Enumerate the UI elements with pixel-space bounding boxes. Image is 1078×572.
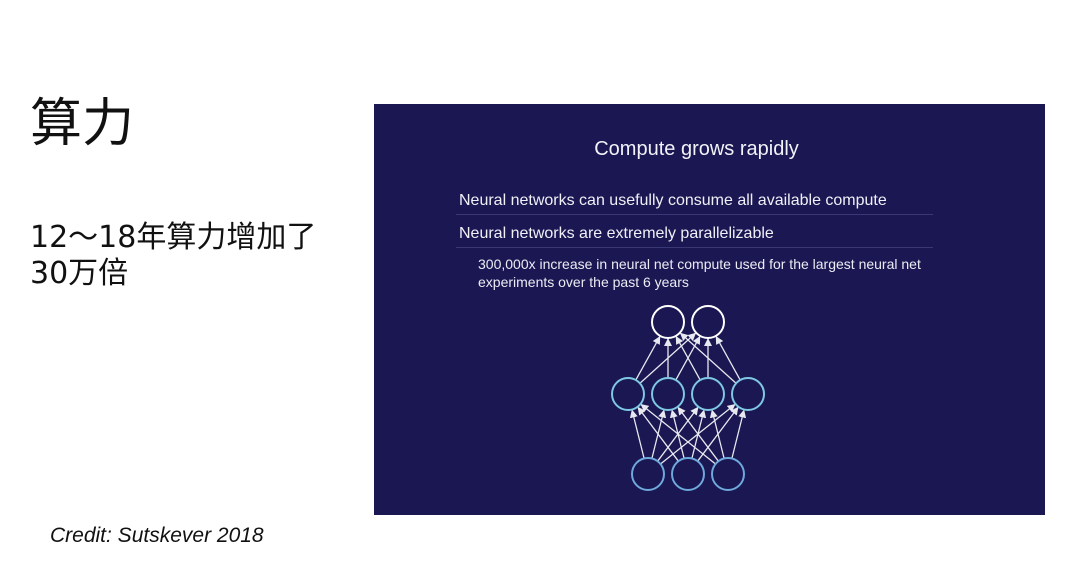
hidden-neuron: [731, 377, 765, 411]
network-edge: [731, 409, 747, 459]
network-edge: [675, 335, 701, 381]
slide-title: 算力: [30, 94, 135, 154]
network-neurons: [611, 305, 765, 491]
network-edge: [635, 335, 661, 381]
network-edge: [679, 332, 737, 384]
network-edge: [629, 409, 645, 459]
credit-caption: Credit: Sutskever 2018: [50, 524, 264, 547]
neural-network-diagram: [611, 305, 765, 491]
input-neuron: [631, 457, 665, 491]
network-edge: [715, 335, 741, 381]
hidden-neuron: [691, 377, 725, 411]
output-neuron: [651, 305, 685, 339]
input-neuron: [671, 457, 705, 491]
divider: [456, 214, 933, 215]
network-edges: [629, 332, 747, 465]
hidden-neuron: [611, 377, 645, 411]
sub-bullet-compute-increase: 300,000x increase in neural net compute …: [478, 256, 921, 290]
embedded-slide-title: Compute grows rapidly: [594, 138, 799, 160]
divider: [456, 247, 933, 248]
embedded-slide-image: Compute grows rapidly Neural networks ca…: [374, 104, 1045, 515]
slide-subtitle: 12～18年算力增加了30万倍: [30, 220, 317, 291]
network-edge: [640, 403, 716, 465]
output-neuron: [691, 305, 725, 339]
network-edge: [677, 406, 719, 462]
network-edge: [709, 409, 725, 459]
hidden-neuron: [651, 377, 685, 411]
bullet-parallelizable: Neural networks are extremely paralleliz…: [459, 225, 774, 242]
network-edge: [637, 406, 679, 462]
bullet-compute-consumption: Neural networks can usefully consume all…: [459, 192, 887, 209]
input-neuron: [711, 457, 745, 491]
